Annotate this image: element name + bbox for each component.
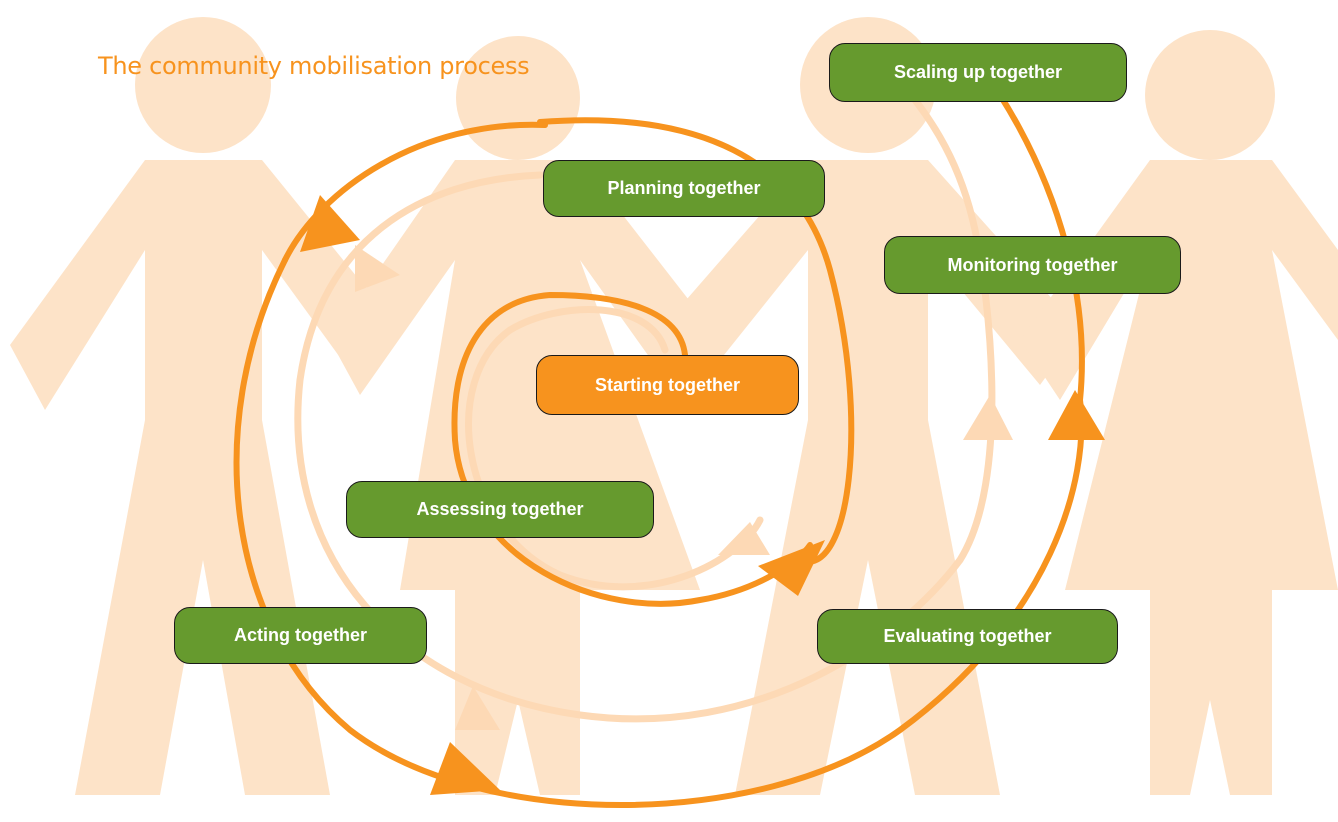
person-figure-4	[1020, 30, 1338, 795]
stage-assessing: Assessing together	[346, 481, 654, 538]
stage-label: Starting together	[594, 374, 740, 395]
stage-evaluating: Evaluating together	[817, 609, 1118, 664]
diagram-title: The community mobilisation process	[98, 52, 530, 80]
person-figure-2	[330, 36, 720, 795]
stage-monitoring: Monitoring together	[884, 236, 1181, 294]
stage-starting: Starting together	[536, 355, 799, 415]
stage-label: Acting together	[234, 625, 367, 645]
stage-scaling-up: Scaling up together	[829, 43, 1127, 102]
stage-label: Evaluating together	[883, 626, 1052, 646]
orange-arrowheads	[300, 195, 1105, 795]
stage-label: Scaling up together	[893, 62, 1062, 82]
stage-acting: Acting together	[174, 607, 427, 664]
person-figure-1	[10, 17, 400, 795]
stage-planning: Planning together	[543, 160, 825, 217]
stage-label: Planning together	[607, 178, 761, 198]
stage-label: Monitoring together	[947, 254, 1118, 275]
light-arrowheads	[355, 245, 1013, 730]
stage-label: Assessing together	[416, 499, 584, 519]
